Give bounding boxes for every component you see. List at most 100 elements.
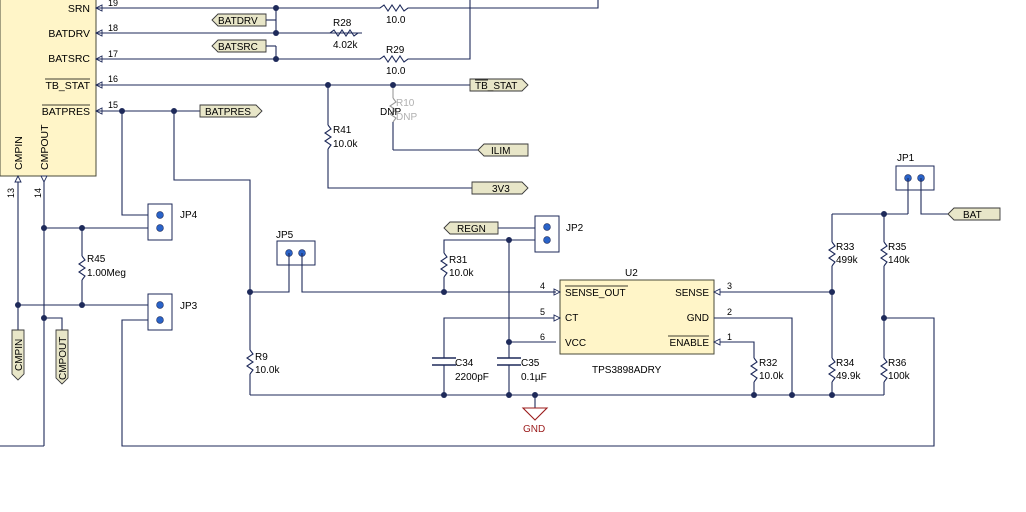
svg-text:6: 6 — [540, 332, 545, 342]
capacitor-c34: C34 2200pF — [432, 357, 489, 395]
r29-value: 10.0 — [386, 66, 406, 77]
jumper-jp2: JP2 — [534, 215, 584, 253]
r33-ref: R33 — [836, 242, 855, 253]
u2-ref: U2 — [625, 268, 638, 279]
resistor-r10-dnp: R10 DNP DNP — [380, 85, 417, 150]
r29-ref: R29 — [386, 45, 405, 56]
left-ic-pin-srn: SRN — [68, 3, 90, 15]
left-ic-pin-cmpin: CMPIN — [13, 136, 25, 170]
flag-3v3: 3V3 — [471, 181, 529, 195]
resistor-r34: R34 49.9k — [828, 357, 861, 395]
left-ic: SRN BATDRV BATSRC TB_STAT BATPRES CMPIN … — [0, 0, 118, 198]
svg-text:BATDRV: BATDRV — [218, 16, 258, 27]
svg-text:3: 3 — [727, 281, 732, 291]
svg-text:ILIM: ILIM — [491, 146, 510, 157]
u2-pin-gnd: GND — [687, 313, 709, 324]
r32-value: 10.0k — [759, 371, 784, 382]
u2-pin-enable: ENABLE — [670, 338, 710, 349]
pin-num-13: 13 — [6, 188, 16, 198]
c35-value: 0.1µF — [521, 372, 547, 383]
jumper-jp5: JP5 — [276, 230, 316, 266]
svg-text:REGN: REGN — [457, 224, 486, 235]
r41-ref: R41 — [333, 125, 352, 136]
flag-batpres: BATPRES — [199, 104, 263, 118]
svg-text:CMPIN: CMPIN — [14, 339, 25, 371]
resistor-top: 10.0 — [379, 4, 412, 26]
pin-num-17: 17 — [108, 49, 118, 59]
pin-num-14: 14 — [33, 188, 43, 198]
resistor-r41: R41 10.0k — [324, 85, 472, 189]
resistor-r28: R28 4.02k — [276, 18, 362, 51]
r28-value: 4.02k — [333, 40, 358, 51]
svg-text:BAT: BAT — [963, 210, 982, 221]
r28-ref: R28 — [333, 18, 352, 29]
r35-ref: R35 — [888, 242, 907, 253]
r10-ref: R10 — [396, 98, 415, 109]
c34-ref: C34 — [455, 358, 474, 369]
r32-ref: R32 — [759, 358, 778, 369]
flag-tb-stat: TB_STAT — [469, 78, 529, 92]
left-ic-pin-batdrv: BATDRV — [48, 28, 90, 40]
left-ic-pin-cmpout: CMPOUT — [39, 124, 51, 170]
resistor-r33: R33 499k — [828, 241, 859, 358]
r10-value: DNP — [396, 112, 417, 123]
flag-batdrv: BATDRV — [211, 13, 276, 27]
pin-num-18: 18 — [108, 23, 118, 33]
u2-pin-sense: SENSE — [675, 288, 709, 299]
r36-ref: R36 — [888, 358, 907, 369]
pin-num-16: 16 — [108, 74, 118, 84]
svg-text:5: 5 — [540, 307, 545, 317]
flag-ilim: ILIM — [477, 143, 529, 157]
r33-value: 499k — [836, 255, 859, 266]
r34-ref: R34 — [836, 358, 855, 369]
resistor-r9: R9 10.0k — [246, 292, 280, 395]
svg-text:BATSRC: BATSRC — [218, 42, 258, 53]
r31-value: 10.0k — [449, 268, 474, 279]
r34-value: 49.9k — [836, 371, 861, 382]
junction-dots — [15, 5, 887, 398]
jumper-jp3: JP3 — [147, 293, 198, 331]
left-ic-pin-batpres: BATPRES — [42, 106, 90, 118]
flag-regn: REGN — [443, 221, 499, 235]
flag-cmpout: CMPOUT — [55, 329, 69, 385]
gnd-label: GND — [523, 424, 545, 435]
resistor-r36: R36 100k — [880, 357, 911, 395]
svg-text:BATPRES: BATPRES — [205, 107, 251, 118]
jp1-label: JP1 — [897, 153, 915, 164]
r31-ref: R31 — [449, 255, 468, 266]
jp2-label: JP2 — [566, 223, 584, 234]
pin-num-15: 15 — [108, 100, 118, 110]
r35-value: 140k — [888, 255, 911, 266]
ic-u2: U2 SENSE_OUT CT VCC SENSE GND ENABLE TPS… — [540, 268, 732, 376]
r36-value: 100k — [888, 371, 911, 382]
jp4-label: JP4 — [180, 210, 198, 221]
svg-text:TB_STAT: TB_STAT — [475, 81, 517, 92]
flag-batsrc: BATSRC — [211, 39, 277, 59]
wires-top — [96, 0, 599, 112]
r9-value: 10.0k — [255, 365, 280, 376]
r-top-value: 10.0 — [386, 15, 406, 26]
resistor-r31: R31 10.0k — [440, 252, 474, 292]
ground-symbol: GND — [521, 395, 549, 435]
jumper-jp4: JP4 — [147, 203, 198, 241]
jumper-jp1: JP1 — [895, 153, 935, 191]
svg-text:2: 2 — [727, 307, 732, 317]
left-ic-pin-tb-stat: TB_STAT — [45, 80, 90, 92]
jp3-label: JP3 — [180, 301, 198, 312]
r41-value: 10.0k — [333, 139, 358, 150]
c35-ref: C35 — [521, 358, 540, 369]
u2-pin-vcc: VCC — [565, 338, 586, 349]
svg-text:4: 4 — [540, 281, 545, 291]
svg-text:3V3: 3V3 — [492, 184, 510, 195]
resistor-r32: R32 10.0k — [750, 357, 784, 395]
resistor-r35: R35 140k — [880, 241, 911, 358]
resistor-r45: R45 1.00Meg — [78, 228, 126, 305]
pin-num-19: 19 — [108, 0, 118, 8]
flag-cmpin: CMPIN — [11, 329, 25, 381]
u2-pin-sense-out: SENSE_OUT — [565, 288, 626, 299]
flag-bat: BAT — [947, 207, 1001, 221]
svg-text:1: 1 — [727, 332, 732, 342]
r45-ref: R45 — [87, 254, 106, 265]
